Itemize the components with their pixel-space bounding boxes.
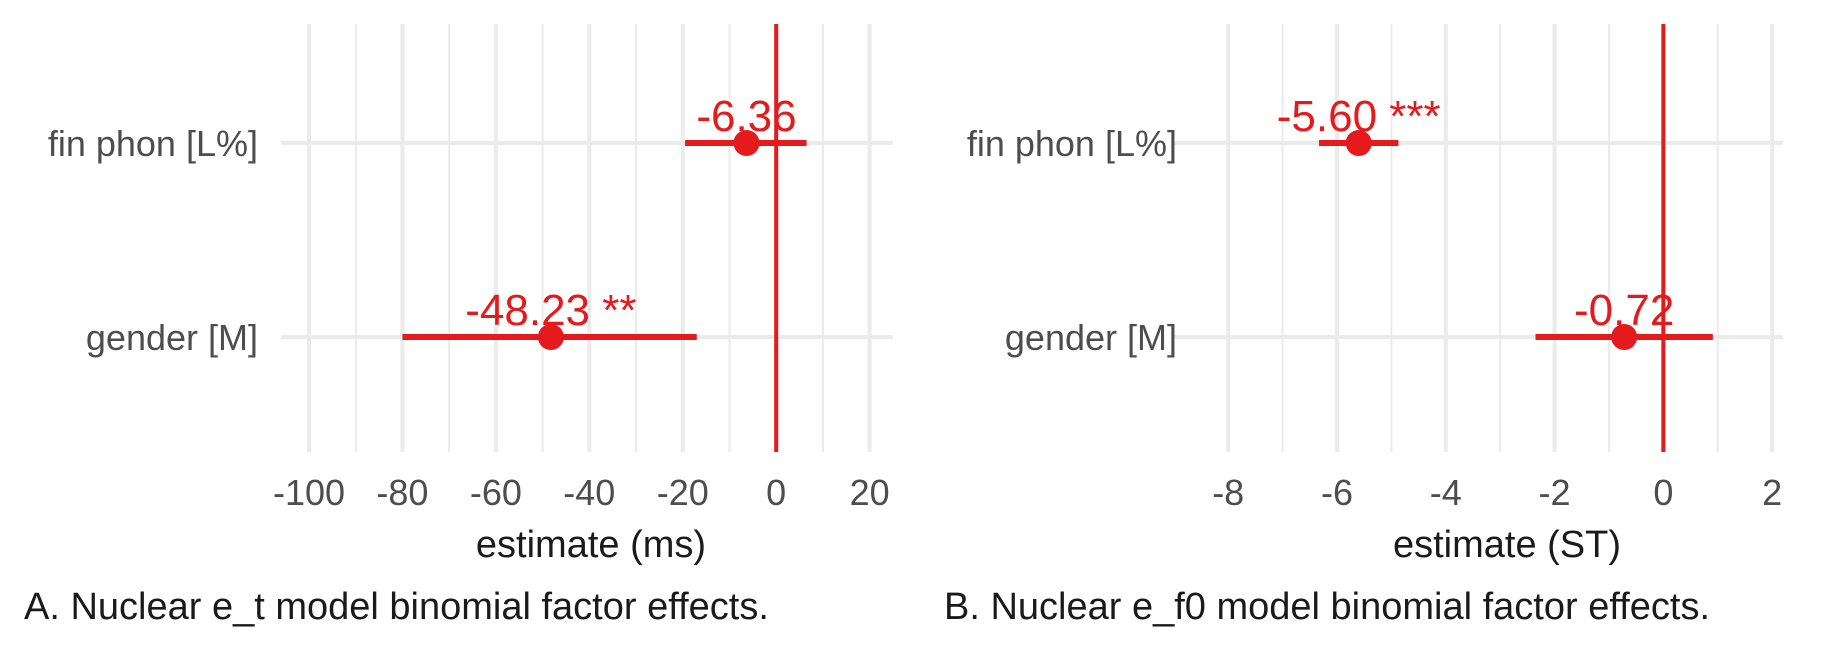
chart-a-x-tick-label: 20 <box>850 472 890 513</box>
chart-b-x-tick-label: 0 <box>1653 472 1673 513</box>
chart-a-point-estimate <box>537 324 564 350</box>
chart-a-value-label: -48.23 ** <box>465 286 636 335</box>
chart-a-term-label: gender [M] <box>86 317 258 358</box>
chart-b-value-label: -5.60 *** <box>1277 92 1441 141</box>
chart-a-value-label: -6.36 <box>696 92 796 141</box>
chart-b-x-tick-label: -4 <box>1430 472 1462 513</box>
chart-b-x-axis-label: estimate (ST) <box>1393 524 1621 566</box>
chart-b-value-label: -0.72 <box>1574 286 1674 335</box>
chart-b-caption: B. Nuclear e_f0 model binomial factor ef… <box>944 586 1710 628</box>
chart-b-point-estimate <box>1611 324 1638 350</box>
chart-b-x-tick-label: -2 <box>1539 472 1571 513</box>
chart-a-term-label: fin phon [L%] <box>48 123 258 164</box>
chart-a-caption: A. Nuclear e_t model binomial factor eff… <box>24 586 769 628</box>
chart-a-x-axis-label: estimate (ms) <box>476 524 706 566</box>
chart-b-point-estimate <box>1345 130 1372 156</box>
chart-b-x-tick-label: -8 <box>1212 472 1244 513</box>
chart-a-x-tick-label: -80 <box>376 472 428 513</box>
chart-b-x-tick-label: -6 <box>1321 472 1353 513</box>
chart-a-x-tick-label: -40 <box>563 472 615 513</box>
chart-a-x-tick-label: -100 <box>273 472 345 513</box>
chart-b-x-tick-label: 2 <box>1762 472 1782 513</box>
chart-a-x-tick-label: 0 <box>766 472 786 513</box>
chart-b-term-label: gender [M] <box>1005 317 1177 358</box>
chart-b-term-label: fin phon [L%] <box>967 123 1177 164</box>
chart-a-point-estimate <box>733 130 760 156</box>
chart-a-x-tick-label: -20 <box>657 472 709 513</box>
chart-a-x-tick-label: -60 <box>470 472 522 513</box>
